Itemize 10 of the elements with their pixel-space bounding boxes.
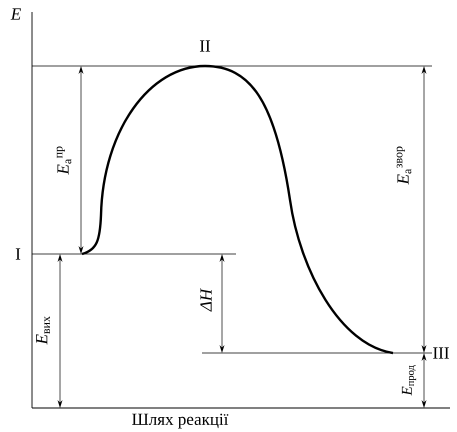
dimension-label: E$_{прод}$ bbox=[402, 365, 416, 396]
dimension-label: E$_{вих}$ bbox=[36, 316, 50, 345]
dimension-label: E$_{a}$звор bbox=[396, 146, 412, 185]
level-label: II bbox=[200, 40, 210, 52]
axis-label: E bbox=[10, 8, 21, 20]
dimension-label: E$_{a}$пр bbox=[56, 146, 72, 175]
dimension-label: ΔH bbox=[200, 288, 212, 312]
level-label: I bbox=[16, 248, 20, 260]
level-label: III bbox=[433, 347, 449, 359]
axis-label: Шлях реакції bbox=[132, 414, 228, 428]
